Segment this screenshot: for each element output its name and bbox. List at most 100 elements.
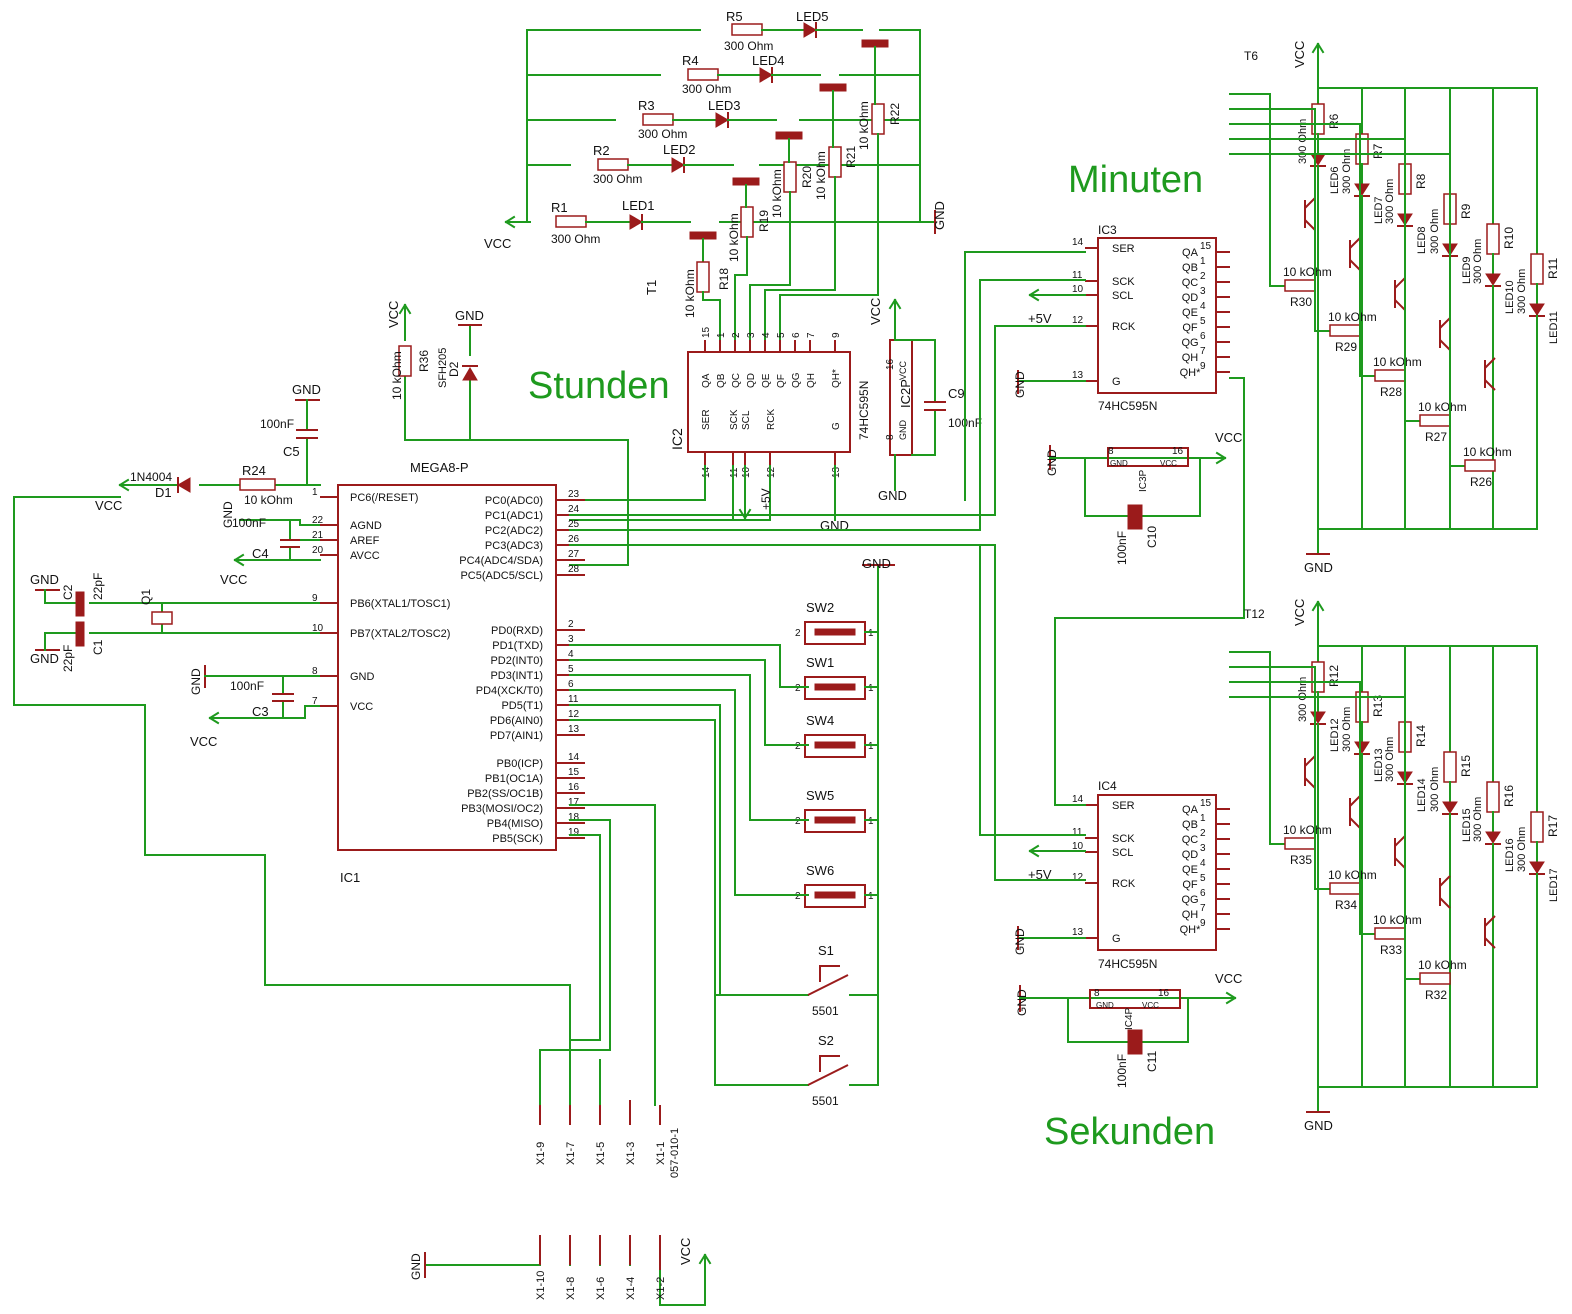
hours-vcc-label: VCC <box>484 236 511 251</box>
ic3-left-pin-number: 14 <box>1072 237 1084 248</box>
mcu-right-pin-number: 11 <box>568 694 579 705</box>
ic3p-vcc: VCC <box>1160 459 1177 468</box>
c2-gnd: GND <box>30 572 59 587</box>
mcu-right-pin-name: PD0(RXD) <box>491 625 543 637</box>
ic2-top-pin-name: QB <box>716 373 727 388</box>
seconds_bank-led-ref: LED17 <box>1548 868 1560 902</box>
ic2p-gnd-pin: 8 <box>885 434 896 440</box>
mcu-right-pin-number: 23 <box>568 489 580 500</box>
ic4-right-pin-number: 7 <box>1200 903 1206 914</box>
mcu-right-pin-name: PD5(T1) <box>501 700 543 712</box>
ic3-shift-register: IC3 74HC595N 14SER11SCK10SCL12RCK13G15QA… <box>1072 223 1230 413</box>
ic4-left-pin-name: SCK <box>1112 833 1135 845</box>
ic2p-gnd-label: GND <box>878 488 907 503</box>
minutes_bank-led-ref: LED8 <box>1416 226 1428 254</box>
ic4p-vcc: VCC <box>1142 1001 1159 1010</box>
mcu-right-pin-number: 12 <box>568 709 580 720</box>
mcu-right-pin-name: PC0(ADC0) <box>485 495 543 507</box>
reset-circuit: GND 100nF C5 1N4004 D1 VCC R24 10 kOhm <box>95 382 321 513</box>
ic4-left-pin-number: 10 <box>1072 841 1084 852</box>
ic4p-gnd-pin: 8 <box>1094 988 1100 999</box>
mcu-right-pin-name: PB4(MISO) <box>487 818 543 830</box>
seconds_bank-vcc: VCC <box>1292 599 1307 626</box>
ic2p-vcc-pin: 16 <box>885 358 896 370</box>
c5-value: 100nF <box>260 417 294 431</box>
seconds_bank-led-resistor-ref: R14 <box>1414 725 1428 747</box>
switch-pin-a: 2 <box>795 628 801 639</box>
c9-ref: C9 <box>948 386 965 401</box>
mcu-right-pin-number: 3 <box>568 634 574 645</box>
ic3-left-pin-number: 10 <box>1072 284 1084 295</box>
mcu-left-pin-name: PB6(XTAL1/TOSC1) <box>350 598 450 610</box>
ic3-right-pin-number: 3 <box>1200 286 1206 297</box>
ic2-top-pin-name: QH <box>806 373 817 388</box>
hours-r3-value: 300 Ohm <box>638 127 687 141</box>
ic3-right-pin-number: 5 <box>1200 316 1206 327</box>
minutes_bank-base-resistor-value: 10 kOhm <box>1418 400 1467 414</box>
minutes_bank-base-resistor-value: 10 kOhm <box>1328 310 1377 324</box>
ic3-left-pin-number: 12 <box>1072 315 1084 326</box>
minutes_bank-base-resistor-value: 10 kOhm <box>1463 445 1512 459</box>
ic4-right-pin-name: QB <box>1182 819 1198 831</box>
hours-r4-ref: R4 <box>682 53 699 68</box>
minutes_bank-led-resistor-ref: R11 <box>1546 258 1560 279</box>
c4-vcc: VCC <box>220 572 247 587</box>
c4-gnd: GND <box>221 501 235 528</box>
c10-value: 100nF <box>1115 531 1129 565</box>
switch-pin-a: 2 <box>795 816 801 827</box>
seconds_bank-base-resistor-ref: R35 <box>1290 853 1312 867</box>
ic3-ref: IC3 <box>1098 223 1117 237</box>
ic2-top-pin-number: 2 <box>731 332 742 338</box>
seconds_bank-led-resistor-value: 300 Ohm <box>1516 827 1528 872</box>
connector-top-pin: X1-7 <box>565 1142 577 1165</box>
ic2-bottom-pin-name: SER <box>701 409 712 430</box>
switch-ref: SW6 <box>806 863 834 878</box>
shift-register-wiring: +5V +5V GND GND <box>734 251 1245 955</box>
ic2-bottom-pin-name: SCK <box>729 409 740 430</box>
ic4-left-pin-name: G <box>1112 933 1121 945</box>
mcu-right-pin-name: PC1(ADC1) <box>485 510 543 522</box>
ic4-right-pin-name: QA <box>1182 804 1199 816</box>
ic2p-gnd: GND <box>898 420 908 441</box>
ic4-right-pin-name: QD <box>1182 849 1199 861</box>
ic2-bottom-pin-number: 12 <box>766 466 777 478</box>
ic3-right-pin-number: 1 <box>1200 256 1206 267</box>
s2-part: 5501 <box>812 1094 839 1108</box>
ic3-right-pin-number: 7 <box>1200 346 1206 357</box>
ic3-right-pin-number: 4 <box>1200 301 1206 312</box>
r36-value: 10 kOhm <box>390 351 404 400</box>
ic2-top-pin-number: 5 <box>776 332 787 338</box>
seconds_bank-led-ref: LED14 <box>1416 778 1428 812</box>
mcu-right-pin-name: PD3(INT1) <box>490 670 543 682</box>
connector-bottom-pin: X1-2 <box>655 1277 667 1300</box>
ic3-right-pin-number: 15 <box>1200 241 1212 252</box>
seconds_bank-led-resistor-ref: R12 <box>1327 665 1341 687</box>
minutes_bank-led-ref: LED7 <box>1373 196 1385 224</box>
ic4-right-pin-name: QH* <box>1180 924 1202 936</box>
seconds_bank-led-resistor-value: 300 Ohm <box>1429 767 1441 812</box>
c1-value: 22pF <box>61 645 75 672</box>
ic2-ref: IC2 <box>669 428 685 450</box>
ic3p-gnd-pin: 8 <box>1108 446 1114 457</box>
ic3p-gnd-label: GND <box>1045 449 1059 476</box>
c3-gnd: GND <box>189 668 203 695</box>
ic4-right-pin-name: QC <box>1182 834 1199 846</box>
minutes_bank-led-resistor-ref: R7 <box>1371 143 1385 159</box>
ic2-bottom-pin-number: 10 <box>741 466 752 478</box>
hours-r5-value: 300 Ohm <box>724 39 773 53</box>
c1-ref: C1 <box>91 639 105 655</box>
ic2-top-pin-name: QG <box>791 372 802 388</box>
mcu-right-pin-name: PB5(SCK) <box>492 833 543 845</box>
seconds_bank-led-ref: LED16 <box>1504 838 1516 872</box>
seconds_bank-base-resistor-ref: R34 <box>1335 898 1357 912</box>
mcu-left-pin-name: PB7(XTAL2/TOSC2) <box>350 628 450 640</box>
minutes_bank-led-resistor-value: 300 Ohm <box>1516 269 1528 314</box>
mcu-right-pin-number: 19 <box>568 827 580 838</box>
connector-bottom-pin: X1-8 <box>565 1277 577 1300</box>
mcu-right-pin-number: 28 <box>568 564 580 575</box>
ic3-left-pin-number: 11 <box>1072 270 1083 281</box>
hours-r21-value: 10 kOhm <box>814 151 828 200</box>
seconds_bank-base-resistor-value: 10 kOhm <box>1418 958 1467 972</box>
